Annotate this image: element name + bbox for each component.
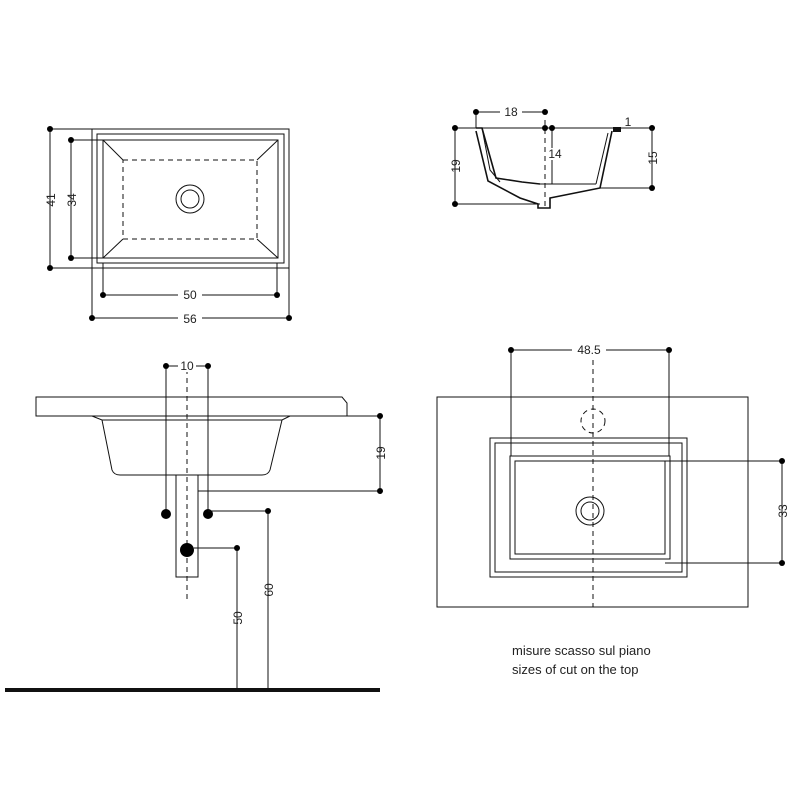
section-inner-profile <box>476 127 541 185</box>
dim-label-34: 34 <box>65 193 79 207</box>
side-basin-rim <box>91 415 291 421</box>
side-view: 10 19 50 60 <box>5 359 388 692</box>
cutout-note-english: sizes of cut on the top <box>512 662 638 677</box>
top-view-corner-line <box>256 139 279 161</box>
top-view-drain-inner <box>180 189 200 209</box>
dim-dot <box>779 458 785 464</box>
dim-label-14: 14 <box>548 147 562 161</box>
dim-label-10: 10 <box>180 359 194 373</box>
top-view-rim-edge <box>96 133 285 264</box>
dim-dot <box>265 508 271 514</box>
dim-label-56: 56 <box>183 312 197 326</box>
dim-label-41: 41 <box>44 193 58 207</box>
dim-label-bg <box>178 287 202 301</box>
dim-dot <box>286 315 292 321</box>
section-right-wall <box>595 132 609 185</box>
cutout-note-italian: misure scasso sul piano <box>512 643 651 658</box>
dim-label-15: 15 <box>646 151 660 165</box>
dim-dot <box>47 265 53 271</box>
dim-dot <box>377 488 383 494</box>
dim-label-1: 1 <box>625 115 632 129</box>
dim-dot <box>205 363 211 369</box>
dim-dot <box>649 185 655 191</box>
dim-label-bg <box>500 105 522 118</box>
dim-dot <box>508 347 514 353</box>
dim-dot <box>666 347 672 353</box>
dim-label-bg <box>546 148 564 160</box>
top-view-corner-line <box>102 139 124 161</box>
section-view: 18 1 19 14 15 <box>449 105 660 210</box>
dim-dot <box>549 125 555 131</box>
section-rim-edge <box>613 127 621 132</box>
dim-dot <box>163 363 169 369</box>
dim-dot <box>68 137 74 143</box>
top-view-drain-outer <box>175 184 205 214</box>
section-inner-line <box>481 127 501 183</box>
top-view: 41 34 50 56 <box>44 126 292 326</box>
dim-dot <box>47 126 53 132</box>
top-view-corner-line <box>102 238 124 259</box>
cutout-drain-inner <box>580 501 600 521</box>
dim-label-18: 18 <box>504 105 518 119</box>
dim-dot <box>68 255 74 261</box>
cutout-basin-outer <box>489 437 688 578</box>
dim-dot <box>377 413 383 419</box>
cutout-tap-hole <box>580 408 606 434</box>
dim-dot <box>473 109 479 115</box>
dim-dot <box>542 125 548 131</box>
dim-label-19-section: 19 <box>449 159 463 173</box>
top-view-outer-rim <box>91 128 290 269</box>
cutout-opening-inner <box>514 460 666 555</box>
dim-dot <box>542 109 548 115</box>
side-trap-connection <box>180 543 194 557</box>
dim-label-bg <box>178 310 202 324</box>
dim-dot <box>161 509 171 519</box>
dim-label-60: 60 <box>262 583 276 597</box>
cutout-drain-outer <box>575 496 605 526</box>
dim-dot <box>100 292 106 298</box>
dim-label-48-5: 48.5 <box>577 343 601 357</box>
dim-dot <box>274 292 280 298</box>
dim-label-50: 50 <box>183 288 197 302</box>
dim-label-33: 33 <box>776 504 790 518</box>
side-basin-bowl <box>101 419 283 476</box>
dim-label-19-side: 19 <box>374 446 388 460</box>
dim-dot <box>452 201 458 207</box>
dim-label-bg <box>572 343 606 356</box>
dim-dot <box>452 125 458 131</box>
top-view-corner-line <box>256 238 279 259</box>
dim-dot <box>89 315 95 321</box>
top-view-basin-edge <box>102 139 279 259</box>
dim-dot <box>234 545 240 551</box>
cutout-view: 48.5 33 misure scasso sul piano sizes of… <box>436 343 790 677</box>
cutout-basin-rim <box>494 442 683 573</box>
cutout-opening <box>509 455 671 560</box>
section-outer-profile <box>475 130 613 209</box>
dim-dot <box>779 560 785 566</box>
side-countertop <box>35 396 348 417</box>
dim-label-bg <box>178 359 196 372</box>
dim-label-50-side: 50 <box>231 611 245 625</box>
top-view-basin-bottom <box>122 159 258 240</box>
